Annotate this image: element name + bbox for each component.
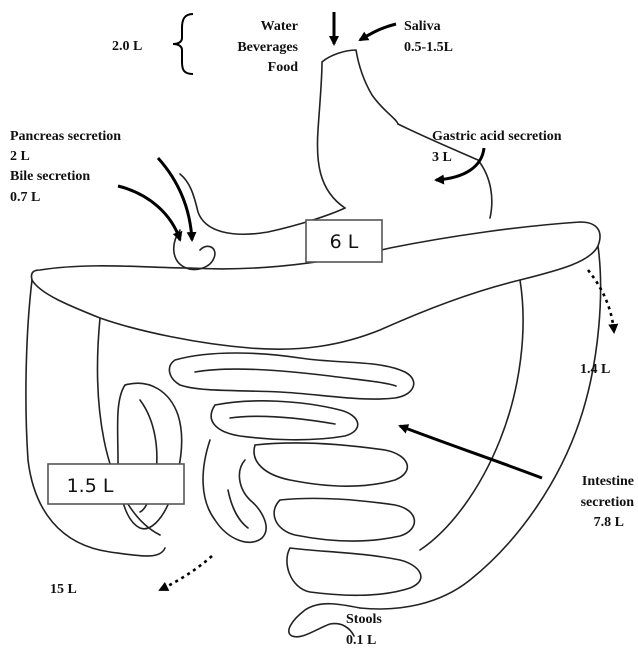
intestine-volume: 7.8 L <box>594 515 624 530</box>
intake-brace <box>173 14 193 74</box>
stools-label: Stools <box>346 612 382 627</box>
saliva-volume: 0.5-1.5L <box>404 40 453 55</box>
stomach-volume: 6 L <box>330 231 359 253</box>
bile-volume: 0.7 L <box>10 190 40 205</box>
labels: 2.0 L Water Beverages Food Saliva 0.5-1.… <box>10 19 634 648</box>
descending-colon <box>360 246 601 609</box>
gastric-label: Gastric acid secretion <box>432 129 562 144</box>
gastric-volume: 3 L <box>432 150 452 165</box>
intake-beverages: Beverages <box>237 40 298 55</box>
intake-food: Food <box>268 60 299 75</box>
intake-total: 2.0 L <box>112 39 142 54</box>
intestine-secretion-arrow <box>400 426 542 478</box>
intake-water: Water <box>261 19 298 34</box>
small-intestine-absorption-arrow <box>160 556 212 590</box>
pancreas-volume: 2 L <box>10 149 30 164</box>
intestine-label-line2: secretion <box>581 495 635 510</box>
bile-arrow <box>118 186 180 240</box>
intestine-label-line1: Intestine <box>582 474 634 489</box>
saliva-label: Saliva <box>404 19 441 34</box>
colon-absorption-volume: 1.4 L <box>580 362 610 377</box>
stools-volume: 0.1 L <box>346 633 376 648</box>
pancreas-label: Pancreas secretion <box>10 129 121 144</box>
stomach-volume-box: 6 L <box>306 220 382 262</box>
small-intestine-absorption-volume: 15 L <box>50 582 77 597</box>
esophagus <box>317 50 398 208</box>
saliva-arrow <box>360 24 396 40</box>
ascending-colon <box>26 280 165 556</box>
small-intestine-volume-box: 1.5 L <box>48 464 184 504</box>
small-intestine-volume: 1.5 L <box>67 475 114 497</box>
bile-label: Bile secretion <box>10 169 90 184</box>
